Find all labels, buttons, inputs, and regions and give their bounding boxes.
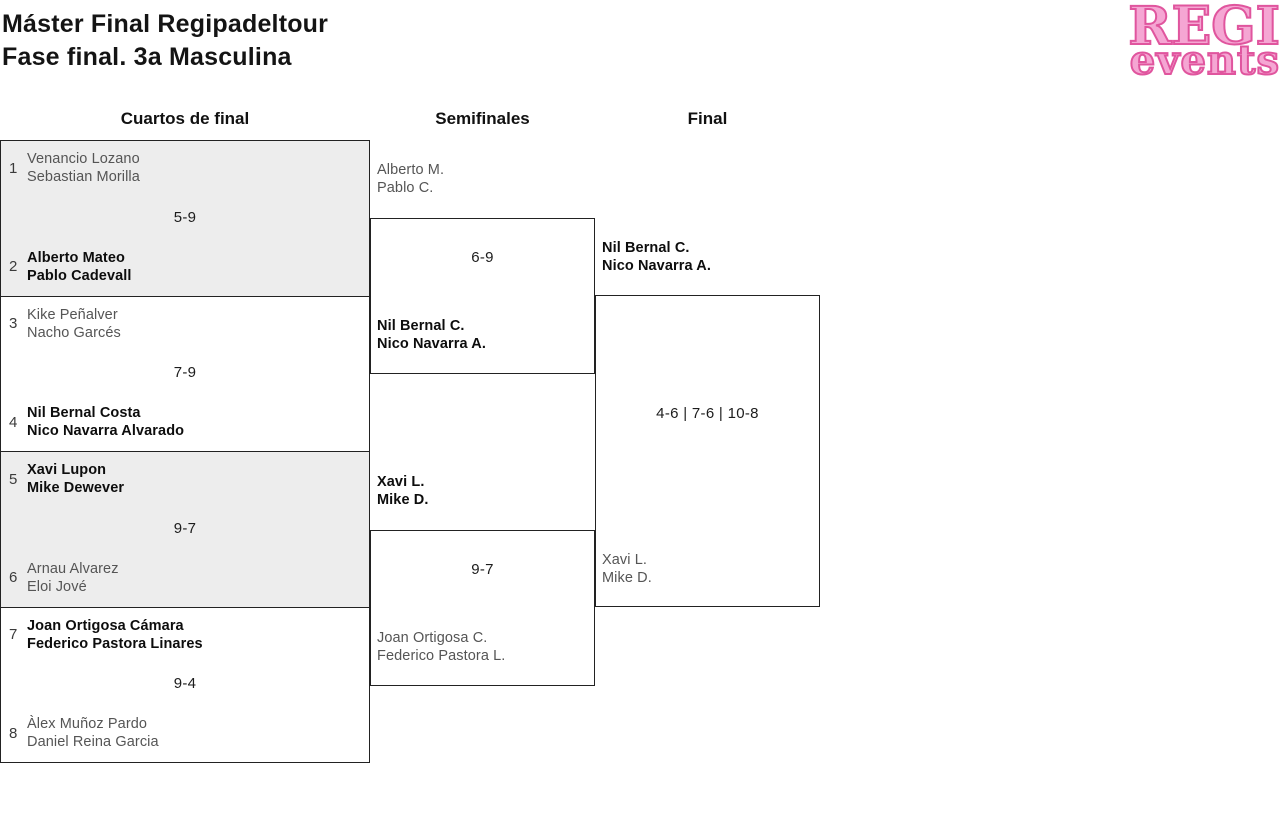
player-name: Alberto M. — [377, 162, 445, 178]
sf-match-1-box — [370, 218, 595, 374]
final-match-score: 4-6 | 7-6 | 10-8 — [656, 405, 759, 422]
team-slot: 5 Xavi Lupon Mike Dewever — [9, 461, 361, 497]
player-name: Federico Pastora L. — [377, 648, 506, 664]
player-name: Nacho Garcés — [27, 324, 121, 341]
player-name: Joan Ortigosa Cámara — [27, 617, 184, 634]
match-score: 9-7 — [173, 519, 197, 537]
team-names: Nil Bernal Costa Nico Navarra Alvarado — [27, 404, 184, 440]
player-name: Venancio Lozano — [27, 151, 140, 167]
player-name: Daniel Reina Garcia — [27, 734, 159, 750]
match-score: 9-4 — [173, 675, 197, 693]
player-name: Nil Bernal C. — [377, 318, 465, 334]
team-names: Kike Peñalver Nacho Garcés — [27, 306, 121, 342]
sf1-team-top: Alberto M. Pablo C. — [377, 161, 444, 197]
player-name: Mike D. — [377, 492, 429, 508]
quarterfinals-column: 1 Venancio Lozano Sebastian Morilla 5-9 … — [0, 140, 370, 763]
qf-match-4: 7 Joan Ortigosa Cámara Federico Pastora … — [1, 606, 369, 762]
player-name: Xavi L. — [602, 552, 648, 568]
player-name: Nil Bernal C. — [602, 240, 690, 256]
page-title: Máster Final Regipadeltour Fase final. 3… — [2, 8, 328, 74]
team-names: Arnau Alvarez Eloi Jové — [27, 560, 119, 596]
round-header-cuartos: Cuartos de final — [120, 109, 250, 128]
team-names: Xavi Lupon Mike Dewever — [27, 461, 124, 497]
player-name: Joan Ortigosa C. — [377, 630, 488, 646]
page-title-line2: Fase final. 3a Masculina — [2, 43, 292, 71]
team-slot: 1 Venancio Lozano Sebastian Morilla — [9, 150, 361, 186]
player-name: Pablo C. — [377, 180, 434, 196]
seed-number: 2 — [9, 258, 18, 275]
seed-number: 4 — [9, 413, 18, 431]
sf2-match-score: 9-7 — [471, 561, 494, 578]
team-names: Àlex Muñoz Pardo Daniel Reina Garcia — [27, 715, 159, 751]
team-slot: 3 Kike Peñalver Nacho Garcés — [9, 306, 361, 342]
qf-match-3: 5 Xavi Lupon Mike Dewever 9-7 6 Arnau Al… — [1, 451, 369, 607]
seed-number: 1 — [9, 159, 18, 177]
seed-number: 6 — [9, 569, 18, 586]
player-name: Arnau Alvarez — [27, 560, 119, 577]
player-name: Mike D. — [602, 570, 652, 586]
regi-events-logo[interactable]: REGI events — [1127, 0, 1280, 84]
team-slot: 7 Joan Ortigosa Cámara Federico Pastora … — [9, 617, 361, 653]
player-name: Nico Navarra A. — [377, 336, 486, 352]
player-name: Xavi L. — [377, 474, 425, 490]
player-name: Eloi Jové — [27, 578, 87, 595]
seed-number: 3 — [9, 315, 18, 332]
round-header-semifinales: Semifinales — [435, 109, 530, 128]
player-name: Nico Navarra A. — [602, 258, 711, 274]
player-name: Federico Pastora Linares — [27, 635, 203, 652]
player-name: Pablo Cadevall — [27, 267, 132, 284]
sf-match-2-box — [370, 530, 595, 686]
sf1-team-bottom: Nil Bernal C. Nico Navarra A. — [377, 317, 486, 353]
match-score: 7-9 — [173, 364, 197, 382]
player-name: Kike Peñalver — [27, 306, 118, 323]
team-slot: 4 Nil Bernal Costa Nico Navarra Alvarado — [9, 404, 361, 440]
player-name: Alberto Mateo — [27, 249, 125, 266]
qf-match-1: 1 Venancio Lozano Sebastian Morilla 5-9 … — [1, 141, 369, 296]
player-name: Sebastian Morilla — [27, 169, 140, 185]
seed-number: 8 — [9, 724, 18, 742]
team-slot: 6 Arnau Alvarez Eloi Jové — [9, 560, 361, 596]
sf2-team-bottom: Joan Ortigosa C. Federico Pastora L. — [377, 629, 505, 665]
sf1-match-score: 6-9 — [471, 249, 494, 266]
match-score: 5-9 — [173, 208, 197, 226]
seed-number: 5 — [9, 470, 18, 488]
logo-text-events: events — [1129, 37, 1280, 84]
player-name: Nico Navarra Alvarado — [27, 423, 185, 439]
player-name: Nil Bernal Costa — [27, 405, 141, 421]
logo-text-regi: REGI — [1127, 0, 1280, 57]
player-name: Àlex Muñoz Pardo — [27, 716, 148, 732]
player-name: Mike Dewever — [27, 480, 125, 496]
team-slot: 2 Alberto Mateo Pablo Cadevall — [9, 249, 361, 285]
team-slot: 8 Àlex Muñoz Pardo Daniel Reina Garcia — [9, 715, 361, 751]
seed-number: 7 — [9, 626, 18, 643]
final-team-top: Nil Bernal C. Nico Navarra A. — [602, 239, 711, 275]
team-names: Joan Ortigosa Cámara Federico Pastora Li… — [27, 617, 203, 653]
team-names: Alberto Mateo Pablo Cadevall — [27, 249, 132, 285]
sf2-team-top: Xavi L. Mike D. — [377, 473, 428, 509]
player-name: Xavi Lupon — [27, 462, 107, 478]
round-header-final: Final — [687, 109, 728, 128]
qf-match-2: 3 Kike Peñalver Nacho Garcés 7-9 4 Nil B… — [1, 295, 369, 451]
page-title-line1: Máster Final Regipadeltour — [2, 10, 329, 38]
final-match-box — [595, 295, 820, 607]
final-team-bottom: Xavi L. Mike D. — [602, 551, 652, 587]
team-names: Venancio Lozano Sebastian Morilla — [27, 150, 140, 186]
